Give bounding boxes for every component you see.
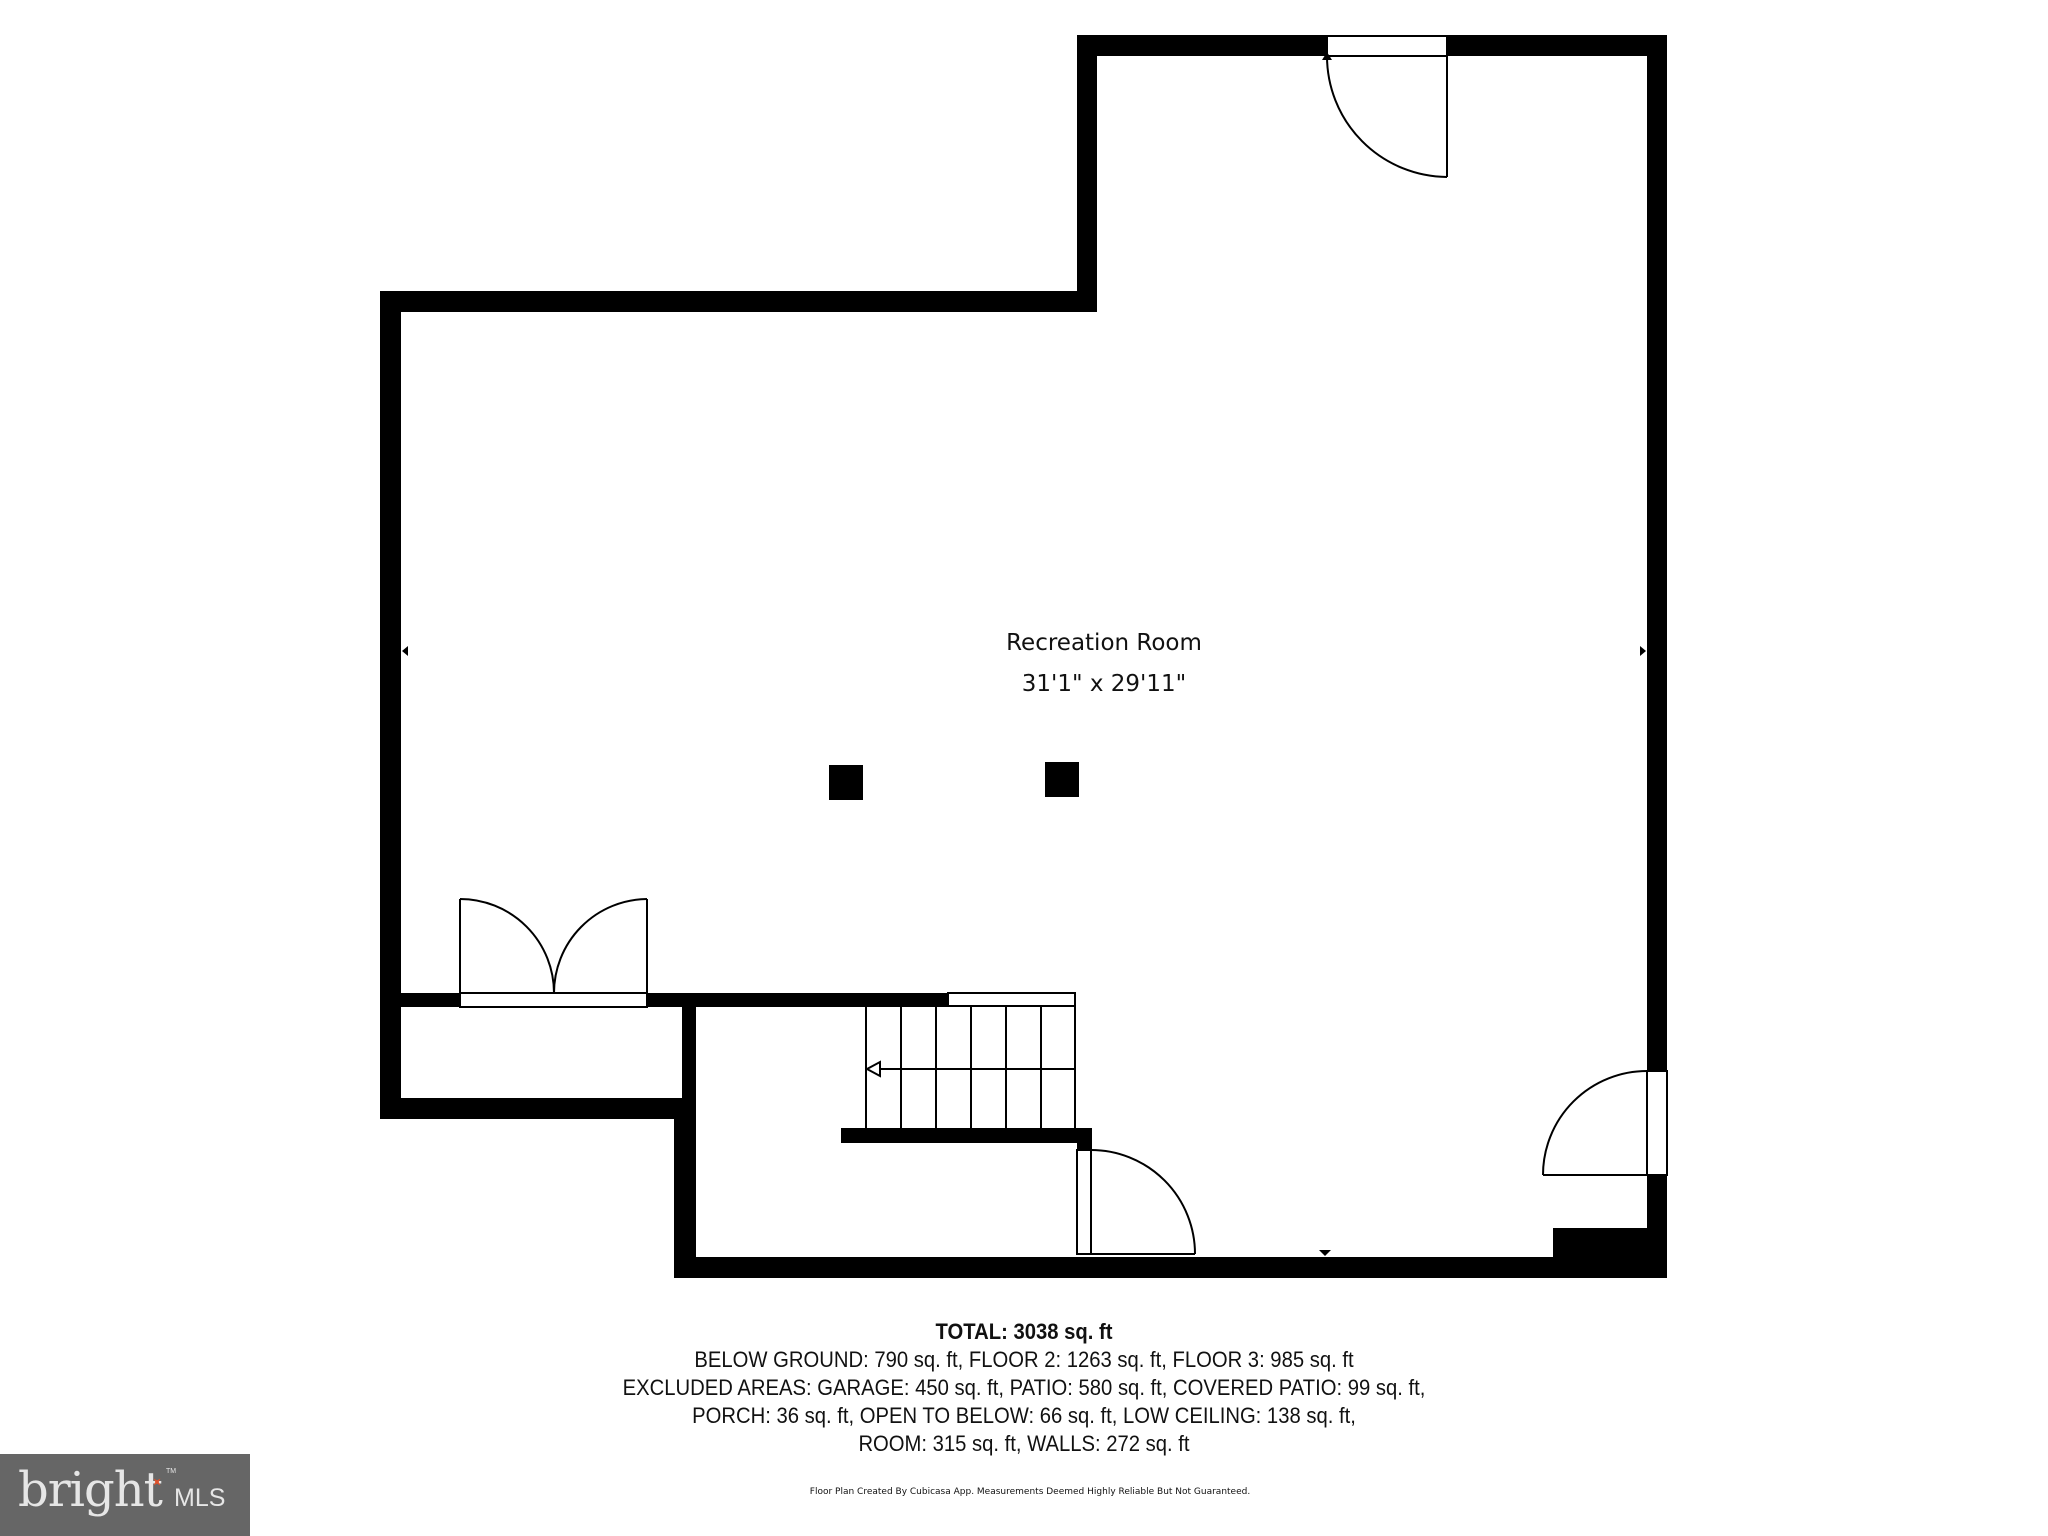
room-dimensions: 31'1" x 29'11": [1021, 671, 1187, 697]
room-name: Recreation Room: [1006, 630, 1202, 656]
top-door: [1322, 35, 1448, 178]
stairs: [864, 992, 1076, 1128]
column: [829, 765, 863, 800]
summary-line: ROOM: 315 sq. ft, WALLS: 272 sq. ft: [858, 1431, 1190, 1456]
column: [1045, 762, 1079, 797]
bright-mls-logo: bright TM MLS: [0, 1454, 250, 1536]
closet-double-door: [459, 898, 648, 1008]
stair-door: [1076, 1149, 1196, 1255]
dimension-marker-left: [402, 646, 408, 656]
dimension-marker-right: [1640, 646, 1646, 656]
stair-arrow-icon: [864, 1060, 881, 1078]
summary-line: BELOW GROUND: 790 sq. ft, FLOOR 2: 1263 …: [694, 1347, 1354, 1372]
summary-line: EXCLUDED AREAS: GARAGE: 450 sq. ft, PATI…: [622, 1375, 1426, 1400]
area-summary: TOTAL: 3038 sq. ft BELOW GROUND: 790 sq.…: [564, 1318, 1484, 1458]
logo-wordmark: bright: [18, 1462, 163, 1518]
total-area: TOTAL: 3038 sq. ft: [935, 1319, 1113, 1344]
summary-line: PORCH: 36 sq. ft, OPEN TO BELOW: 66 sq. …: [692, 1403, 1356, 1428]
walls: [380, 35, 1667, 1278]
trademark: TM: [166, 1468, 177, 1475]
disclaimer: Floor Plan Created By Cubicasa App. Meas…: [809, 1487, 1251, 1497]
logo-suffix: MLS: [174, 1484, 226, 1512]
right-door: [1542, 1070, 1668, 1176]
dimension-marker-bottom: [1319, 1250, 1331, 1256]
